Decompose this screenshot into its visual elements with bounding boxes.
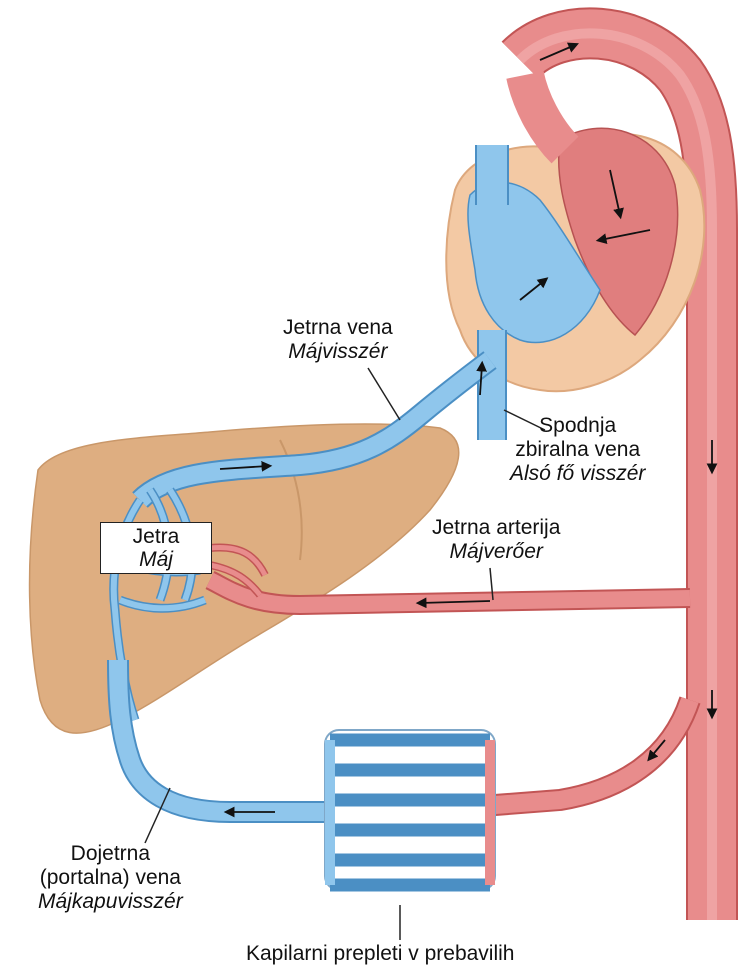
hepatic-artery-name-hu: Májverőer xyxy=(432,540,560,564)
label-hepatic-artery: Jetrna arterija Májverőer xyxy=(432,516,560,564)
label-portal-vein: Dojetrna (portalna) vena Májkapuvisszér xyxy=(38,842,183,914)
hepatic-vein-name-hu: Májvisszér xyxy=(283,340,393,364)
capillaries-name: Kapilarni prepleti v prebavilih xyxy=(246,942,514,966)
portal-vein-name-line1: Dojetrna xyxy=(38,842,183,866)
ivc-name-line1: Spodnja xyxy=(510,414,645,438)
label-hepatic-vein: Jetrna vena Májvisszér xyxy=(283,316,393,364)
portal-vein-name-line2: (portalna) vena xyxy=(38,866,183,890)
label-capillaries: Kapilarni prepleti v prebavilih xyxy=(246,942,514,966)
ivc-name-line2: zbiralna vena xyxy=(510,438,645,462)
liver-name: Jetra xyxy=(101,525,211,548)
capillary-beds xyxy=(325,730,495,890)
portal-vein-name-hu: Májkapuvisszér xyxy=(38,890,183,914)
liver-name-hu: Máj xyxy=(101,548,211,571)
label-inferior-vena-cava: Spodnja zbiralna vena Alsó fő visszér xyxy=(510,414,645,486)
label-liver: Jetra Máj xyxy=(100,522,212,574)
ivc-name-hu: Alsó fő visszér xyxy=(510,462,645,486)
hepatic-vein-name: Jetrna vena xyxy=(283,316,393,340)
hepatic-artery-name: Jetrna arterija xyxy=(432,516,560,540)
